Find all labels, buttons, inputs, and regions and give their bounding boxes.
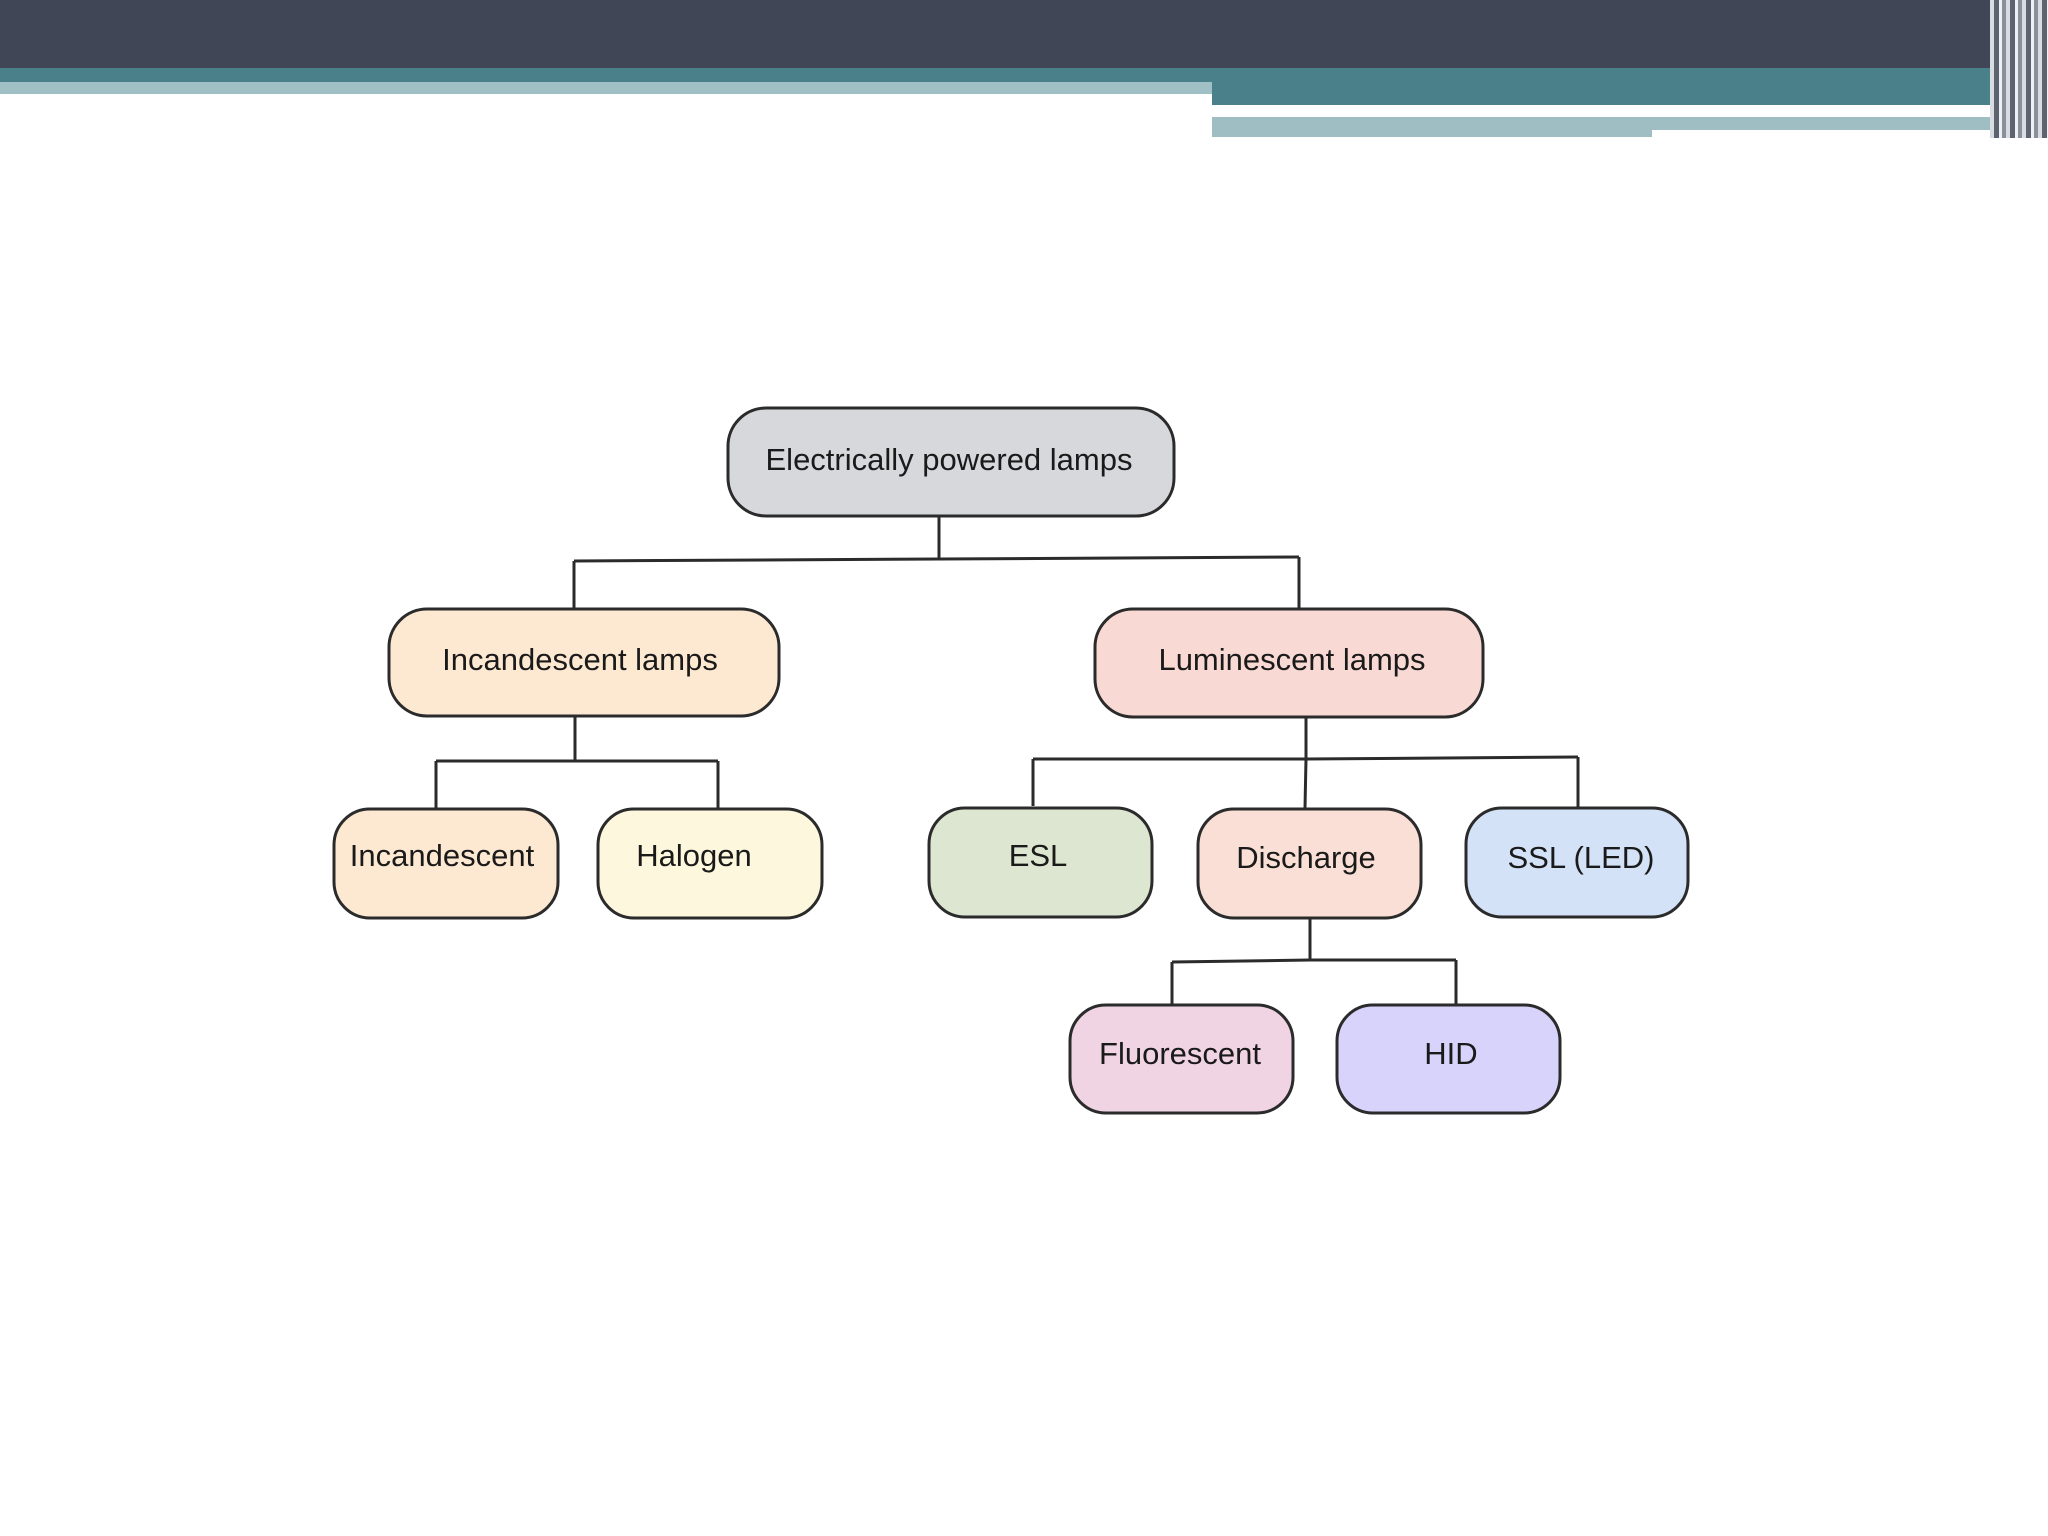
node-ssl-led-label: SSL (LED) [1507,840,1654,875]
connector-to-discharge [1303,758,1308,809]
node-hid-box [1335,1003,1562,1115]
node-root: Electrically powered lamps [726,406,1176,518]
node-fluorescent-box [1068,1003,1295,1115]
node-luminescent-lamps: Luminescent lamps [1093,607,1485,719]
connector-root-bar [573,555,1300,563]
header-corner-stripes [1990,0,2048,138]
node-fluorescent: Fluorescent [1068,1003,1295,1115]
node-incandescent-lamps-label: Incandescent lamps [442,642,718,677]
node-incandescent: Incandescent [332,807,560,920]
node-root-label: Electrically powered lamps [766,442,1133,477]
header-white-line [1212,110,1896,116]
node-root-box [726,406,1176,518]
node-halogen: Halogen [596,807,824,920]
header-dark-band [0,0,2048,68]
node-incandescent-label: Incandescent [350,838,535,873]
node-ssl-led-box [1464,806,1690,919]
node-fluorescent-label: Fluorescent [1099,1036,1261,1071]
header-white-line-short [1652,130,2048,138]
header-teal-band [0,68,1212,82]
node-esl-box [927,806,1154,919]
node-esl-label: ESL [1009,838,1068,873]
node-luminescent-lamps-box [1093,607,1485,719]
header-light-band [0,82,1212,94]
node-ssl-led: SSL (LED) [1464,806,1690,919]
node-hid-label: HID [1424,1036,1477,1071]
header-right-teal-band [1212,68,2048,105]
node-hid: HID [1335,1003,1562,1115]
node-esl: ESL [927,806,1154,919]
node-discharge: Discharge [1196,807,1423,920]
node-incandescent-box [332,807,560,920]
connector-discharge-bar [1171,958,1456,964]
node-halogen-label: Halogen [636,838,751,873]
node-discharge-label: Discharge [1236,840,1376,875]
node-discharge-box [1196,807,1423,920]
node-halogen-box [596,807,824,920]
node-luminescent-lamps-label: Luminescent lamps [1158,642,1425,677]
node-incandescent-lamps-box [387,607,781,718]
connectors [434,517,1580,1005]
node-incandescent-lamps: Incandescent lamps [387,607,781,718]
